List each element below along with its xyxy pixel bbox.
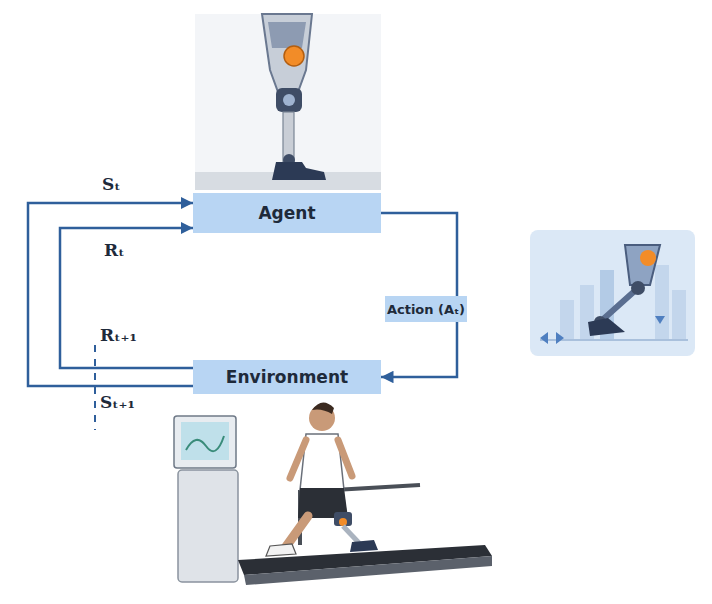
- icon-background: [530, 230, 695, 356]
- signal-label: Rₜ: [104, 240, 124, 260]
- process-box: Agent: [193, 193, 381, 233]
- prosthetic-socket: [334, 512, 352, 526]
- monitor-screen: [181, 422, 229, 460]
- prosthetic-dot: [339, 518, 347, 526]
- signal-arrow: [381, 322, 457, 377]
- signal-arrow: [28, 203, 193, 386]
- shoe: [272, 162, 326, 180]
- process-box: Action (Aₜ): [385, 296, 467, 322]
- icon-triangle: [655, 316, 665, 324]
- runner-leg: [285, 516, 308, 548]
- node-label: Agent: [258, 203, 315, 223]
- socket-band: [268, 22, 306, 48]
- socket-shape: [262, 14, 312, 92]
- bar: [560, 300, 574, 340]
- runner-hair: [312, 402, 334, 414]
- runner-arm: [290, 440, 306, 478]
- knee-joint-dot: [284, 46, 304, 66]
- console-stand: [178, 470, 238, 582]
- knee-unit: [276, 88, 302, 112]
- time-divider: [94, 345, 96, 430]
- bar: [672, 290, 686, 340]
- knee-axle: [283, 94, 295, 106]
- process-box: Environment: [193, 360, 381, 394]
- signal-arrow: [381, 213, 457, 296]
- prosthetic-pylon: [343, 526, 360, 544]
- icon-joint-dot: [640, 250, 656, 266]
- node-label: Environment: [226, 367, 348, 387]
- icon-shin: [600, 288, 638, 322]
- prosthetic-foot: [350, 540, 378, 552]
- signal-arrow: [60, 228, 193, 368]
- icon-thigh: [625, 245, 660, 285]
- icon-arrows: [540, 332, 564, 344]
- runner-shoe: [266, 544, 296, 556]
- signal-label: Sₜ₊₁: [100, 392, 135, 412]
- runner-arm: [338, 440, 352, 476]
- monitor: [174, 416, 236, 468]
- bar: [655, 265, 669, 340]
- picture-background: [195, 14, 381, 190]
- signal-label: Sₜ: [102, 174, 121, 194]
- icon-foot: [588, 318, 625, 336]
- treadmill-base: [244, 556, 492, 585]
- screen-plot: [186, 436, 224, 451]
- node-label: Action (Aₜ): [387, 302, 465, 317]
- icon-knee: [631, 281, 645, 295]
- signal-label: Rₜ₊₁: [100, 325, 137, 345]
